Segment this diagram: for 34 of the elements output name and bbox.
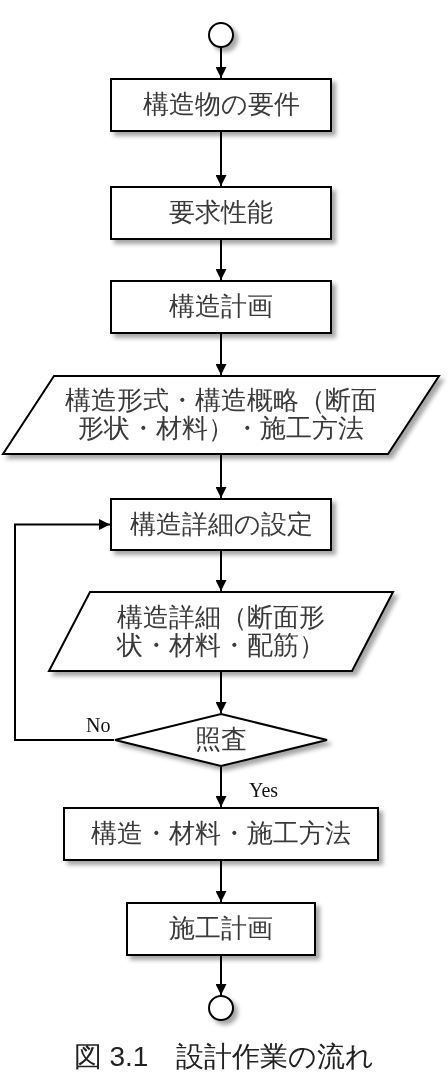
flow-arrow [14, 519, 115, 741]
step-label: 構造物の要件 [142, 91, 300, 119]
flow-arrow [215, 47, 227, 79]
terminal-circle [208, 995, 234, 1021]
flow-arrow [215, 239, 227, 281]
decision-label: 照査 [195, 726, 247, 754]
flow-arrow [215, 860, 227, 903]
process-box [63, 807, 379, 861]
flow-arrow [215, 550, 227, 592]
data-parallelogram [48, 591, 394, 672]
flow-arrow [215, 766, 227, 808]
step-label: 要求性能 [169, 199, 273, 227]
process-box [110, 78, 332, 132]
data-label: 構造形式・構造概略（断面形状・材料）・施工方法 [64, 387, 378, 443]
process-box [110, 280, 332, 334]
flow-arrow [215, 671, 227, 714]
flow-arrow [215, 454, 227, 499]
edge-label: Yes [249, 780, 279, 800]
data-parallelogram [2, 375, 440, 455]
process-box [110, 498, 332, 551]
step-label: 構造詳細の設定 [129, 510, 313, 539]
process-box [110, 186, 332, 240]
flow-arrow [215, 333, 227, 376]
step-label: 施工計画 [169, 915, 273, 943]
step-label: 構造計画 [169, 293, 273, 321]
figure-caption: 図 3.1 設計作業の流れ [73, 1041, 375, 1072]
decision-diamond [114, 713, 328, 767]
step-label: 構造・材料・施工方法 [91, 820, 351, 848]
data-label: 構造詳細（断面形状・材料・配筋） [115, 603, 326, 660]
flow-arrow [215, 955, 227, 996]
process-box [126, 902, 316, 956]
edge-label: No [86, 715, 111, 735]
flow-arrow [215, 131, 227, 187]
terminal-circle [208, 22, 234, 48]
